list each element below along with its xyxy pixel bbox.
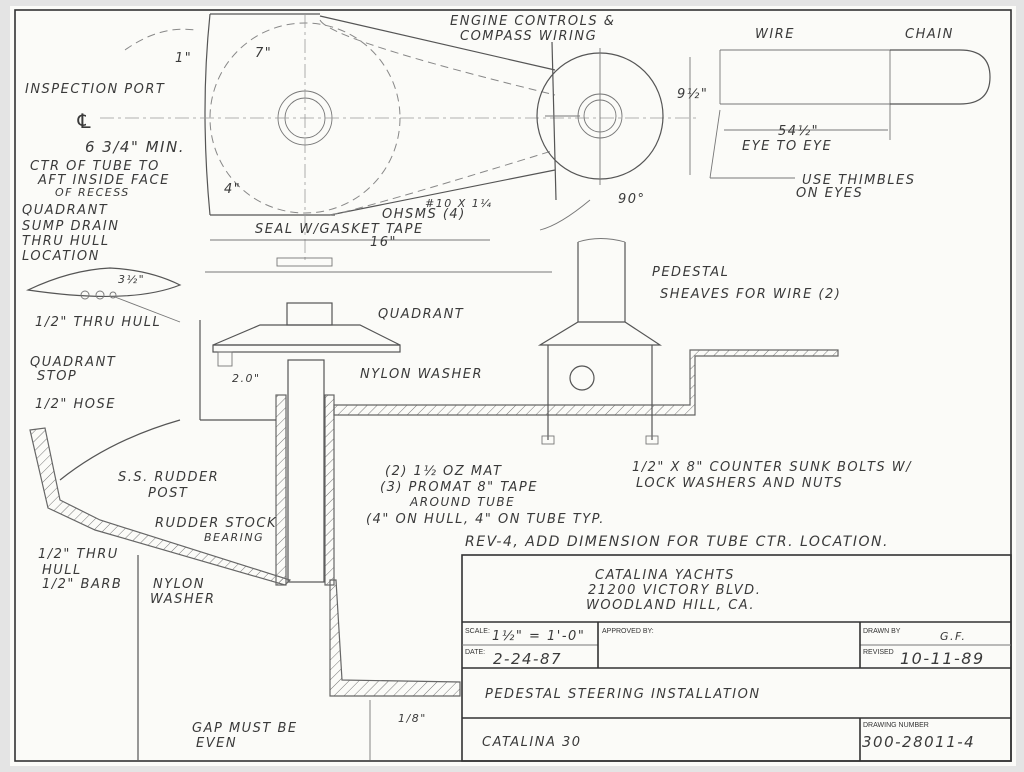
centerline-symbol: ℄ bbox=[75, 109, 94, 133]
label-screws: OHSMS (4) bbox=[382, 207, 466, 222]
label-mat: AROUND TUBE bbox=[409, 495, 515, 509]
dim-1-8: 1/8" bbox=[398, 712, 427, 725]
dim-9-1-2: 9½" bbox=[677, 87, 708, 102]
scale-label: SCALE: bbox=[465, 628, 490, 635]
label-quadrant-stop: QUADRANT bbox=[30, 355, 116, 370]
company-address: 21200 VICTORY BLVD. bbox=[588, 583, 761, 598]
label-gap: EVEN bbox=[196, 736, 237, 751]
label-eye-to-eye: EYE TO EYE bbox=[742, 139, 832, 154]
revised-value: 10-11-89 bbox=[900, 649, 985, 668]
dim-2-0: 2.0" bbox=[232, 372, 261, 385]
label-sump-drain: THRU HULL bbox=[22, 234, 110, 249]
label-bolts: LOCK WASHERS AND NUTS bbox=[636, 476, 843, 491]
label-bolts: 1/2" X 8" COUNTER SUNK BOLTS W/ bbox=[632, 460, 912, 475]
label-thru-hull: 1/2" THRU bbox=[38, 547, 119, 562]
company-city: WOODLAND HILL, CA. bbox=[586, 598, 755, 613]
label-sump-drain: SUMP DRAIN bbox=[22, 219, 119, 234]
title-block: CATALINA YACHTS 21200 VICTORY BLVD. WOOD… bbox=[461, 554, 1012, 762]
label-half-thru-hull: 1/2" THRU HULL bbox=[35, 315, 161, 330]
label-bearing: BEARING bbox=[204, 531, 264, 544]
dim-7: 7" bbox=[255, 46, 272, 61]
label-nylon-washer-2: NYLON bbox=[153, 577, 205, 592]
dim-3-1-2: 3½" bbox=[118, 273, 145, 286]
label-chain: CHAIN bbox=[905, 27, 954, 42]
label-gap: GAP MUST BE bbox=[192, 721, 298, 736]
label-ctr-tube: AFT INSIDE FACE bbox=[37, 173, 170, 188]
label-use-thimbles: ON EYES bbox=[796, 186, 863, 201]
label-nylon-washer: NYLON WASHER bbox=[360, 367, 483, 382]
label-nylon-washer-2: WASHER bbox=[150, 592, 215, 607]
label-mat: (4" ON HULL, 4" ON TUBE TYP. bbox=[366, 512, 605, 527]
label-pedestal: PEDESTAL bbox=[652, 265, 729, 280]
label-wire: WIRE bbox=[755, 27, 795, 42]
chain-loop bbox=[890, 49, 991, 105]
label-bearing: RUDDER STOCK bbox=[155, 516, 277, 531]
dim-6-3-4: 6 3/4" MIN. bbox=[85, 138, 185, 156]
drawn-by-value: G.F. bbox=[940, 630, 966, 643]
label-quadrant: QUADRANT bbox=[378, 307, 464, 322]
label-quadrant-stop: STOP bbox=[37, 369, 77, 384]
label-compass-wiring: COMPASS WIRING bbox=[460, 29, 597, 44]
dim-16: 16" bbox=[370, 235, 397, 250]
label-thru-hull: HULL bbox=[42, 563, 82, 578]
label-seal: SEAL W/GASKET TAPE bbox=[255, 222, 424, 237]
rudder-post bbox=[287, 359, 325, 583]
company-name: CATALINA YACHTS bbox=[595, 568, 735, 583]
section-view bbox=[29, 238, 839, 760]
date-value: 2-24-87 bbox=[493, 650, 562, 668]
label-mat: (3) PROMAT 8" TAPE bbox=[380, 480, 538, 495]
approved-label: APPROVED BY: bbox=[602, 628, 654, 635]
revised-label: REVISED bbox=[863, 649, 894, 656]
plan-view bbox=[25, 13, 991, 323]
label-inspection-port: INSPECTION PORT bbox=[25, 82, 165, 97]
label-mat: (2) 1½ OZ MAT bbox=[385, 464, 502, 479]
dim-1: 1" bbox=[175, 51, 192, 66]
dim-54-1-2: 54½" bbox=[778, 124, 819, 139]
label-screws: #10 X 1¼ bbox=[425, 197, 492, 210]
annotations: ENGINE CONTROLS & COMPASS WIRING WIRE CH… bbox=[22, 14, 954, 751]
label-half-hose: 1/2" HOSE bbox=[35, 397, 116, 412]
label-ctr-tube: CTR OF TUBE TO bbox=[30, 159, 160, 174]
sheave-icon bbox=[569, 365, 595, 391]
label-sump-drain: LOCATION bbox=[22, 249, 100, 264]
revision-note: REV-4, ADD DIMENSION FOR TUBE CTR. LOCAT… bbox=[465, 534, 889, 550]
drawn-by-label: DRAWN BY bbox=[863, 628, 901, 635]
label-use-thimbles: USE THIMBLES bbox=[802, 173, 916, 188]
label-sump-drain: QUADRANT bbox=[22, 203, 108, 218]
label-ctr-tube: OF RECESS bbox=[55, 186, 130, 199]
label-thru-hull: 1/2" BARB bbox=[42, 577, 122, 592]
date-label: DATE: bbox=[465, 649, 485, 656]
scale-value: 1½" = 1'-0" bbox=[492, 629, 585, 644]
label-sheaves: SHEAVES FOR WIRE (2) bbox=[660, 287, 841, 302]
dim-4: 4" bbox=[224, 182, 241, 197]
label-engine-controls: ENGINE CONTROLS & bbox=[450, 14, 615, 29]
drawing-number: 300-28011-4 bbox=[862, 733, 975, 751]
drawing-number-label: DRAWING NUMBER bbox=[863, 722, 929, 729]
label-rudder-post: S.S. RUDDER bbox=[118, 470, 219, 485]
project-name: CATALINA 30 bbox=[482, 735, 582, 750]
angle-90: 90° bbox=[618, 192, 646, 207]
paper bbox=[10, 6, 1016, 766]
drawing-title: PEDESTAL STEERING INSTALLATION bbox=[485, 687, 761, 702]
label-rudder-post: POST bbox=[148, 486, 188, 501]
